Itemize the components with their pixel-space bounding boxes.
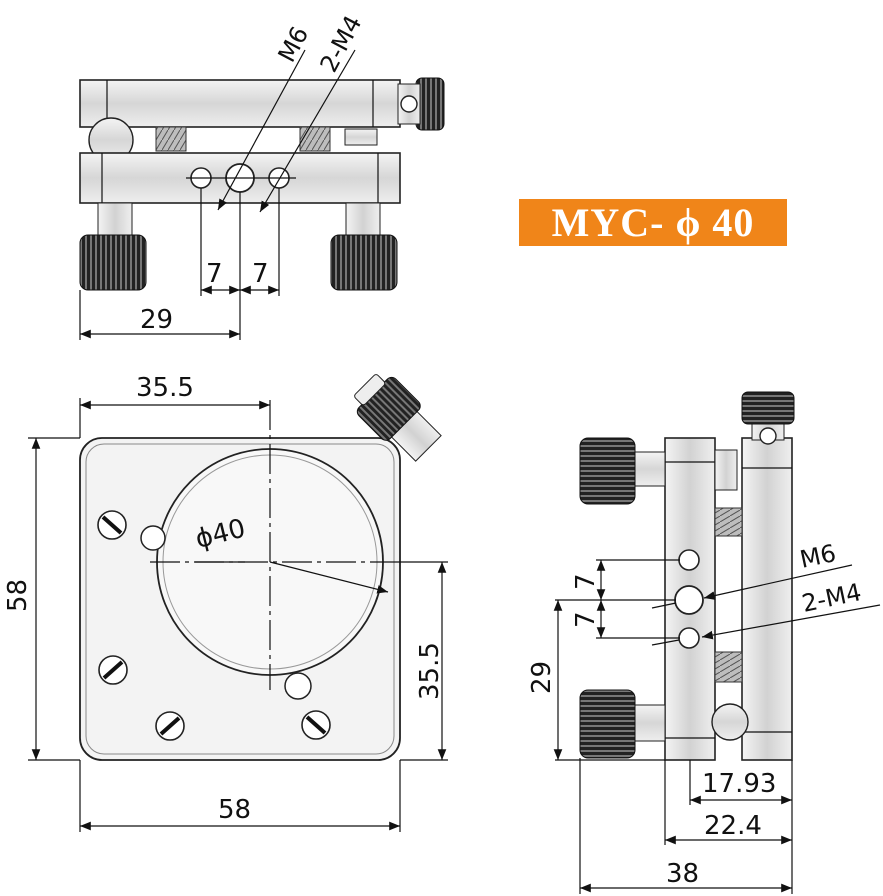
knob-right	[330, 234, 398, 291]
front-view: 35.5 58 ϕ40 35.5 58	[3, 373, 448, 832]
front-dim-top: 35.5	[136, 373, 194, 403]
top-label-m6: M6	[273, 22, 315, 67]
side-top-knob	[741, 391, 795, 425]
side-dim-d1: 17.93	[702, 769, 776, 799]
side-dim-d2: 22.4	[704, 811, 762, 841]
side-dim-lower: 7	[571, 611, 601, 628]
front-dim-right-height: 35.5	[415, 642, 445, 700]
side-m4-hole-lower	[678, 627, 700, 649]
top-label-m4: 2-M4	[315, 11, 368, 77]
side-rear-plate	[741, 437, 793, 761]
knob-left	[79, 234, 147, 291]
model-label: MYC- ϕ 40	[551, 200, 755, 245]
model-badge: MYC- ϕ 40	[519, 199, 787, 246]
side-label-m4: 2-M4	[799, 578, 863, 618]
top-view: M6 2-M4 7 7 29	[79, 11, 445, 340]
side-m4-hole-upper	[678, 549, 700, 571]
top-dim-right: 7	[252, 259, 269, 289]
pin-top-left	[140, 525, 166, 551]
front-dim-bottom: 58	[218, 795, 251, 825]
front-dim-left-height: 58	[3, 579, 33, 612]
side-dim-d3: 38	[666, 859, 699, 889]
side-knob-upper	[579, 437, 636, 505]
side-knob-lower	[579, 689, 636, 759]
pin-bottom	[284, 672, 312, 700]
spring-right	[299, 126, 331, 152]
side-spring-bottom	[714, 651, 743, 683]
side-dim-upper: 7	[571, 573, 601, 590]
top-dim-left: 7	[206, 259, 223, 289]
side-spring-top	[714, 507, 743, 537]
spring-left	[155, 126, 187, 152]
side-label-m6: M6	[797, 539, 838, 574]
top-dim-width: 29	[140, 305, 173, 335]
side-dim-height: 29	[527, 661, 557, 694]
side-view: M6 2-M4 7 7 29 17.93 22.4 38	[527, 391, 881, 894]
side-m6-hole	[674, 585, 704, 615]
top-plate	[79, 79, 401, 128]
